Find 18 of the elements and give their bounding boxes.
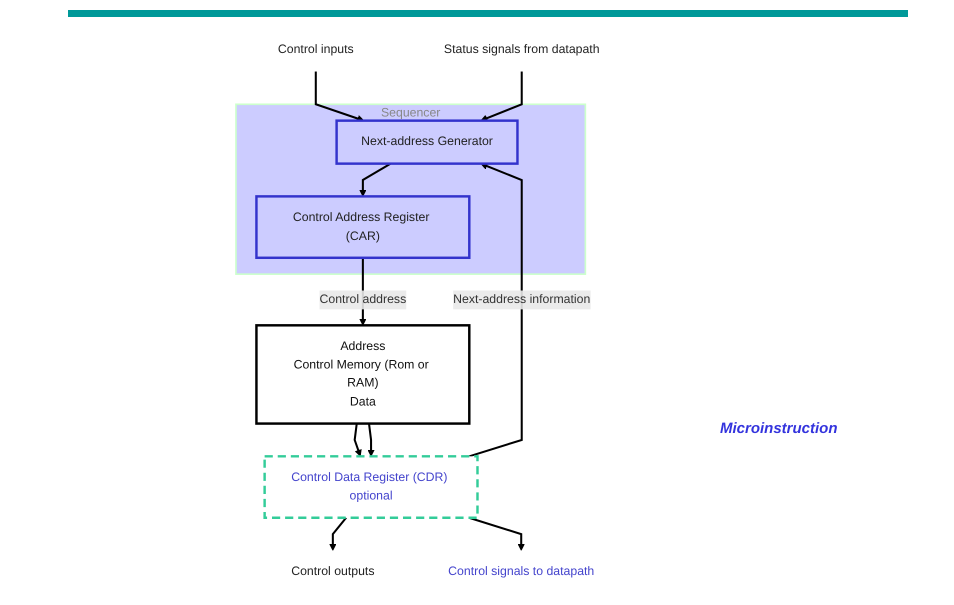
arrow: [480, 72, 523, 122]
arrow: [367, 423, 375, 457]
node-box: Next-address Generator: [335, 119, 519, 165]
node-text: Status signals from datapath: [444, 42, 600, 56]
node-box: Address Control Memory (Rom or RAM) Data: [255, 324, 470, 425]
arrow: [329, 517, 347, 551]
node-text: Control signals to datapath: [448, 564, 594, 578]
arrow: [354, 423, 362, 457]
arrow: [314, 72, 364, 122]
node-text: Control inputs: [278, 42, 354, 56]
arrow: [468, 516, 525, 551]
node-box: Control Data Register (CDR) optional: [263, 455, 479, 519]
edge-label: Control address: [319, 292, 406, 306]
edge-label: Next-address information: [453, 292, 590, 306]
note-text: Microinstruction: [720, 420, 838, 437]
arrow: [359, 162, 392, 197]
node-box: Control Address Register (CAR): [255, 195, 470, 260]
node-text: Control outputs: [291, 564, 374, 578]
